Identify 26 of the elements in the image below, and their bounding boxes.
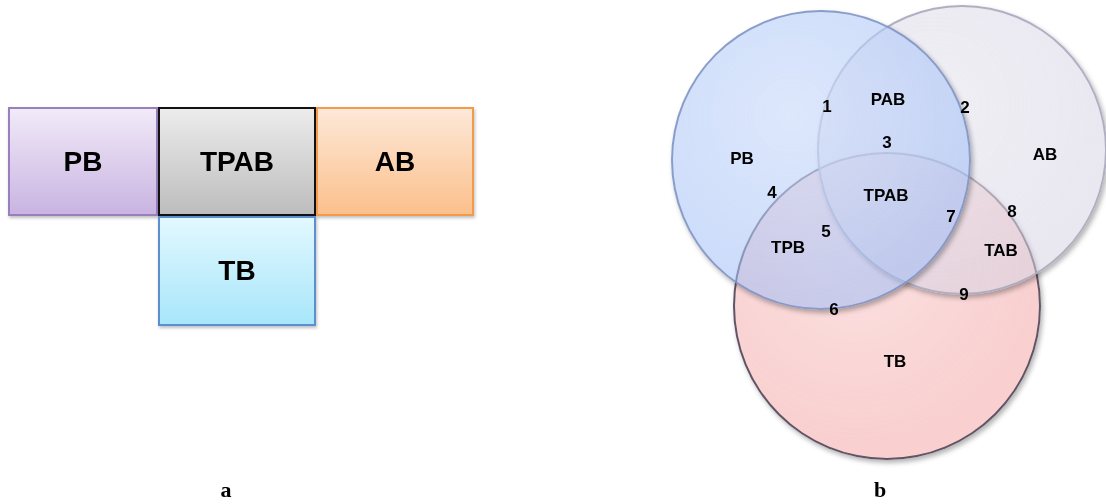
region-label: 1 <box>822 97 832 117</box>
box-label: AB <box>374 145 416 178</box>
circle-label: TB <box>883 352 907 372</box>
region-label: TPAB <box>863 186 909 206</box>
region-label: TPB <box>771 238 805 258</box>
region-label: 7 <box>946 207 956 227</box>
category-box <box>158 216 316 326</box>
panel-label: b <box>873 477 887 503</box>
region-label: TAB <box>984 241 1018 261</box>
category-box <box>316 107 474 216</box>
region-label: 8 <box>1007 202 1017 222</box>
region-label: 5 <box>821 222 831 242</box>
region-label: 6 <box>829 300 839 320</box>
region-label: 4 <box>767 183 777 203</box>
circle-label: AB <box>1032 145 1058 165</box>
panel-label: a <box>220 477 232 503</box>
category-box <box>158 107 316 216</box>
box-label: TB <box>218 255 256 287</box>
box-label: PB <box>63 145 103 178</box>
region-label: 3 <box>882 133 892 153</box>
region-label: 2 <box>960 98 970 118</box>
box-label: TPAB <box>199 145 275 178</box>
circle-label: PB <box>730 149 754 169</box>
region-label: 9 <box>959 285 969 305</box>
category-box <box>8 107 158 216</box>
region-label: PAB <box>870 90 906 110</box>
